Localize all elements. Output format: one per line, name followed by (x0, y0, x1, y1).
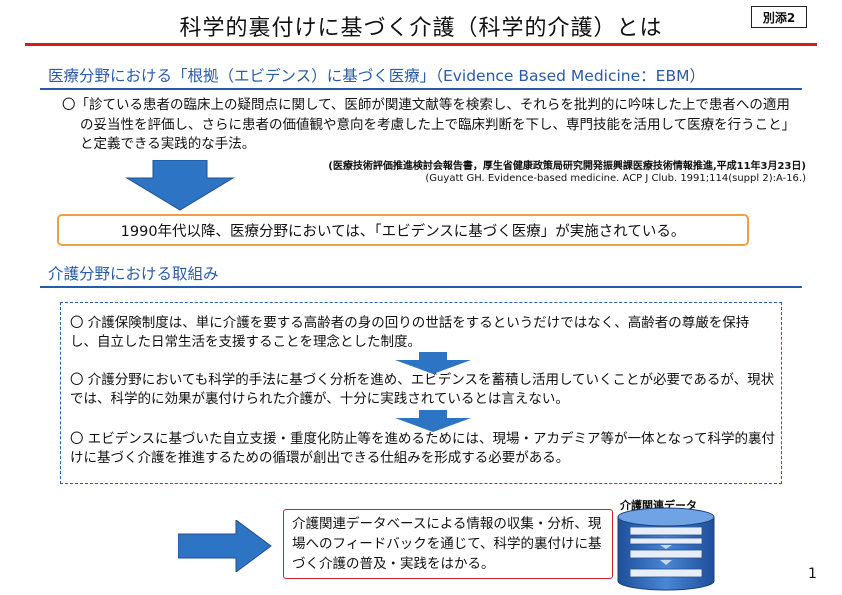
database-summary-text: 介護関連データベースによる情報の収集・分析、現場へのフィードバックを通じて、科学… (292, 516, 602, 572)
ebm-conclusion-text: 1990年代以降、医療分野においては、「エビデンスに基づく医療」が実施されている… (120, 223, 686, 240)
section-rule-ebm (40, 88, 802, 90)
attachment-badge: 別添2 (751, 6, 807, 28)
reference-japanese: (医療技術評価推進検討会報告書，厚生省健康政策局研究開発振興課医療技術情報推進,… (328, 161, 806, 172)
reference-english: (Guyatt GH. Evidence-based medicine. ACP… (425, 173, 806, 184)
database-summary-box: 介護関連データベースによる情報の収集・分析、現場へのフィードバックを通じて、科学… (283, 509, 613, 579)
care-initiatives-box (60, 302, 782, 484)
ebm-conclusion-box: 1990年代以降、医療分野においては、「エビデンスに基づく医療」が実施されている… (57, 214, 749, 246)
database-cylinder-icon (617, 507, 715, 591)
care-item-1: 〇 介護保険制度は、単に介護を要する高齢者の身の回りの世話をするというだけではな… (70, 315, 750, 350)
page-title: 科学的裏付けに基づく介護（科学的介護）とは (179, 16, 663, 41)
down-arrow-icon (125, 160, 235, 211)
small-down-arrow-icon (395, 352, 471, 374)
section-heading-ebm: 医療分野における「根拠（エビデンス）に基づく医療」（Evidence Based… (48, 67, 705, 85)
section-rule-care (40, 286, 802, 288)
care-item-3: 〇 エビデンスに基づいた自立支援・重度化防止等を進めるためには、現場・アカデミア… (70, 431, 775, 466)
right-arrow-icon (178, 520, 272, 572)
section-heading-care: 介護分野における取組み (48, 265, 219, 283)
small-down-arrow-icon (395, 410, 471, 432)
care-item-2: 〇 介護分野においても科学的手法に基づく分析を進め、エビデンスを蓄積し活用してい… (70, 372, 775, 407)
page-number: 1 (808, 566, 817, 582)
title-underline (25, 43, 817, 46)
ebm-definition-text: 〇「診ている患者の臨床上の疑問点に関して、医師が関連文献等を検索し、それらを批判… (62, 97, 790, 152)
